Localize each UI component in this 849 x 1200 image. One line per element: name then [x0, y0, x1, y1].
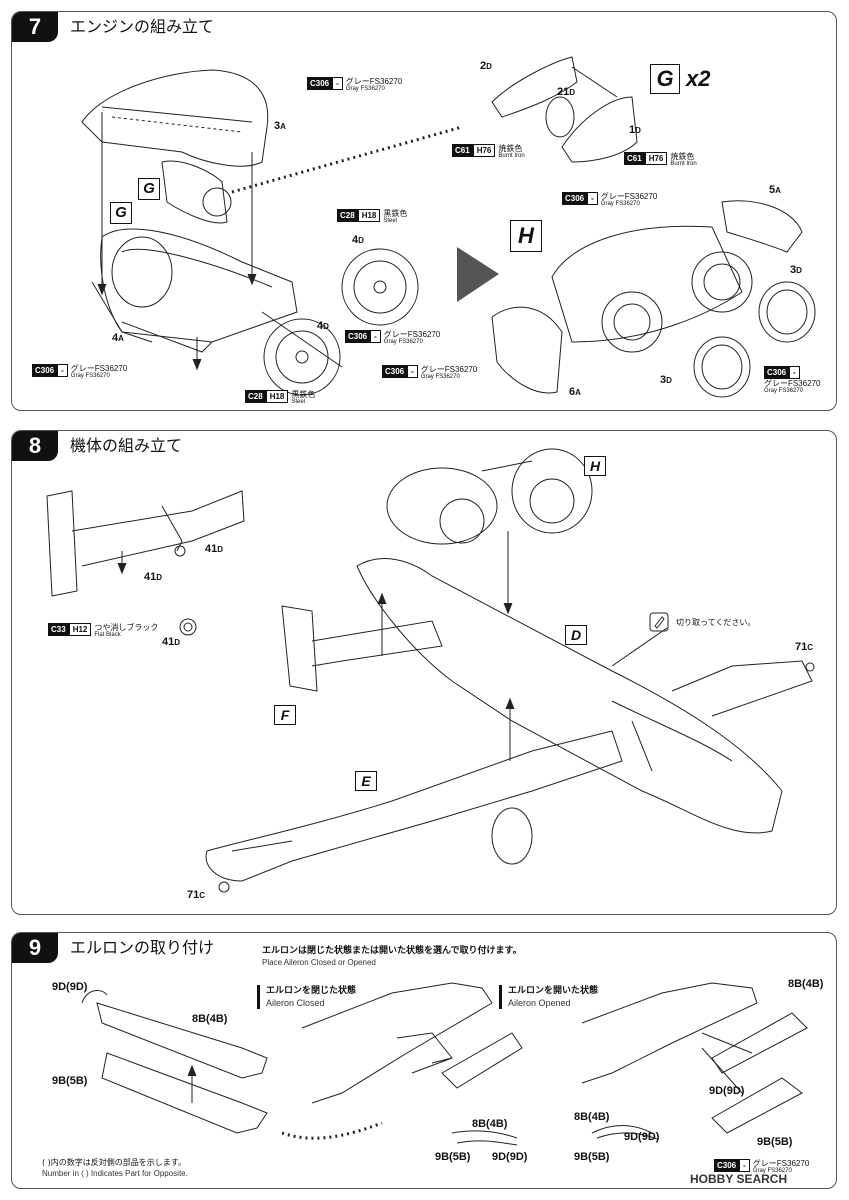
- part-8b-label-opened-2: 8B(4B): [788, 978, 824, 990]
- step-7-panel: 7 エンジンの組み立て: [11, 11, 837, 411]
- part-4d-label-a: 4D: [352, 234, 364, 246]
- part-3d-label-a: 3D: [790, 264, 802, 276]
- aileron-instruction: エルロンは閉じた状態または開いた状態を選んで取り付けます。Place Ailer…: [262, 946, 522, 967]
- step-number: 9: [12, 933, 58, 963]
- part-4d-label-b: 4D: [317, 320, 329, 332]
- quantity-x2: x2: [686, 66, 711, 91]
- part-5a-label: 5A: [769, 184, 781, 196]
- part-41d-label-c: 41D: [162, 636, 181, 648]
- subassembly-h-box: H: [510, 220, 542, 252]
- step-title: 機体の組み立て: [70, 436, 183, 455]
- part-9b-label-opened-2: 9B(5B): [757, 1136, 793, 1148]
- step-9-panel: 9 エルロンの取り付け エルロンは閉じた状態または開いた状態を選んで取り付けます…: [11, 932, 837, 1189]
- part-9b-label: 9B(5B): [52, 1075, 88, 1087]
- part-9d-label: 9D(9D): [52, 981, 88, 993]
- part-3a-label: 3A: [274, 120, 286, 132]
- hobby-search-watermark: HOBBY SEARCH: [690, 1172, 788, 1186]
- part-6a-label: 6A: [569, 386, 581, 398]
- subassembly-g-box-2: G: [110, 202, 132, 224]
- part-8b-label: 8B(4B): [192, 1013, 228, 1025]
- footnote: ( )内の数字は反対側の部品を示します。Number in ( ) Indica…: [42, 1158, 188, 1178]
- subassembly-e-box: E: [355, 771, 377, 791]
- subassembly-g-detail-box: G: [650, 64, 680, 94]
- part-71c-label-a: 71C: [795, 641, 814, 653]
- part-1d-label: 1D: [629, 124, 641, 136]
- part-2d-label: 2D: [480, 60, 492, 72]
- part-9d-label-opened: 9D(9D): [624, 1131, 660, 1143]
- subassembly-f-box: F: [274, 705, 296, 725]
- aileron-assembly-drawing: [81, 982, 808, 1146]
- engine-assembly-drawing: [81, 56, 816, 398]
- subassembly-g-box: G: [138, 178, 160, 200]
- part-9b-label-closed: 9B(5B): [435, 1151, 471, 1163]
- part-41d-label-b: 41D: [144, 571, 163, 583]
- part-9d-label-closed: 9D(9D): [492, 1151, 528, 1163]
- part-71c-label-b: 71C: [187, 889, 206, 901]
- subassembly-d-box: D: [565, 625, 587, 645]
- step-number: 7: [12, 12, 58, 42]
- part-3d-label-b: 3D: [660, 374, 672, 386]
- part-8b-label-closed: 8B(4B): [472, 1118, 508, 1130]
- step-8-panel: 8 機体の組み立て 41D: [11, 430, 837, 915]
- part-21d-label: 21D: [557, 86, 576, 98]
- cut-off-note: 切り取ってください。: [676, 618, 756, 627]
- part-4a-label: 4A: [112, 332, 124, 344]
- step-title: エンジンの組み立て: [70, 17, 215, 36]
- part-8b-label-opened: 8B(4B): [574, 1111, 610, 1123]
- part-9b-label-opened: 9B(5B): [574, 1151, 610, 1163]
- part-9d-label-opened-2: 9D(9D): [709, 1085, 745, 1097]
- subassembly-h-box: H: [584, 456, 606, 476]
- airframe-assembly-drawing: [46, 448, 815, 893]
- part-41d-label-a: 41D: [205, 543, 224, 555]
- step-number: 8: [12, 431, 58, 461]
- step-title: エルロンの取り付け: [70, 938, 215, 957]
